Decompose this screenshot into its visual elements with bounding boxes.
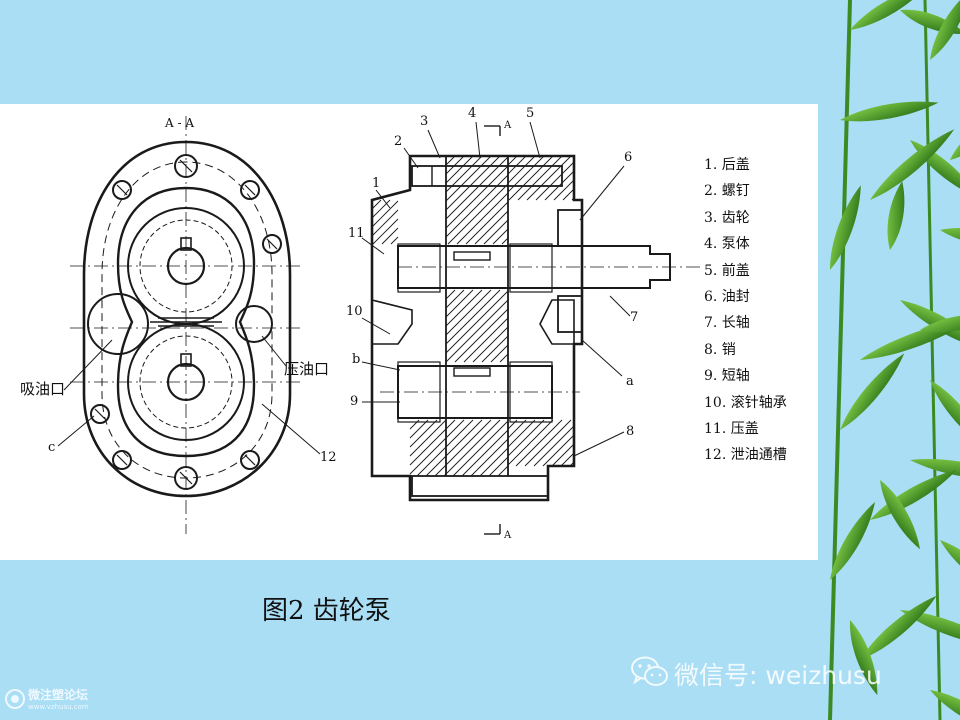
wechat-icon (631, 656, 668, 686)
gear-pump-drawing (57, 116, 700, 535)
wechat-id-text: 微信号: weizhusu (674, 661, 882, 690)
callout-a: a (626, 374, 634, 389)
wechat-watermark: 微信号: weizhusu (630, 652, 930, 692)
label-c: c (48, 440, 56, 455)
callout-b: b (352, 352, 361, 367)
callout-5: 5 (526, 106, 535, 121)
pressure-port-label: 压油口 (284, 360, 330, 378)
cut-label-top: A (504, 120, 512, 131)
drawing-sheet: A - A 吸油口 压油口 c 12 1 2 3 4 5 6 7 8 9 10 … (0, 104, 818, 560)
legend-item: 6. 油封 (704, 288, 750, 305)
forum-url: www.vzhusu.com (28, 703, 89, 711)
callout-1: 1 (372, 176, 381, 191)
cut-label-bottom: A (504, 530, 512, 541)
callout-6: 6 (624, 150, 633, 165)
legend-item: 8. 销 (704, 341, 736, 358)
legend-item: 7. 长轴 (704, 315, 750, 332)
callout-10: 10 (346, 304, 363, 319)
figure-caption: 图2 齿轮泵 (262, 596, 391, 626)
callout-2: 2 (394, 134, 403, 149)
legend-item: 3. 齿轮 (704, 209, 750, 226)
callout-8: 8 (626, 424, 635, 439)
forum-watermark: 微注塑论坛 www.vzhusu.com (4, 684, 124, 718)
callout-3: 3 (420, 114, 429, 129)
section-label-aa: A - A (165, 116, 195, 130)
legend-item: 9. 短轴 (704, 368, 750, 385)
legend-item: 1. 后盖 (704, 157, 750, 173)
legend-item: 2. 螺钉 (704, 183, 750, 200)
legend-item: 4. 泵体 (704, 236, 750, 253)
parts-legend: 1. 后盖 2. 螺钉 3. 齿轮 4. 泵体 5. 前盖 6. 油封 7. 长… (704, 152, 787, 469)
forum-name: 微注塑论坛 (28, 688, 89, 702)
label-12: 12 (320, 450, 337, 465)
legend-item: 12. 泄油通槽 (704, 447, 787, 464)
callout-7: 7 (630, 310, 639, 325)
section-view (361, 121, 700, 535)
legend-item: 10. 滚针轴承 (704, 394, 787, 411)
callout-9: 9 (350, 394, 359, 409)
forum-logo-icon (5, 689, 25, 709)
front-view (57, 116, 321, 534)
suction-port-label: 吸油口 (20, 380, 66, 398)
legend-item: 11. 压盖 (704, 420, 759, 437)
callout-4: 4 (468, 106, 477, 121)
legend-item: 5. 前盖 (704, 262, 750, 279)
bamboo-decoration (828, 0, 960, 720)
callout-11: 11 (348, 226, 365, 241)
